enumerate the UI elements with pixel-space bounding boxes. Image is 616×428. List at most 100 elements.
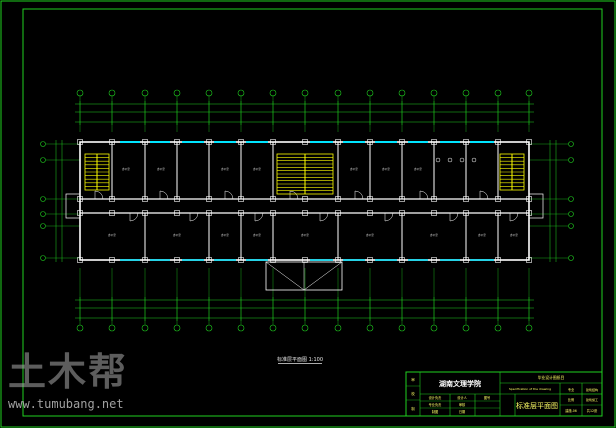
column bbox=[399, 196, 405, 202]
toilet-fixture bbox=[447, 157, 453, 163]
axis-bubble bbox=[301, 324, 309, 332]
door-swing bbox=[129, 212, 139, 222]
column bbox=[142, 196, 148, 202]
toilet-fixture bbox=[471, 157, 477, 163]
stair-center bbox=[276, 153, 334, 195]
column bbox=[109, 257, 115, 263]
room-label: 办公室 bbox=[478, 233, 486, 237]
column bbox=[174, 196, 180, 202]
column bbox=[399, 139, 405, 145]
column bbox=[399, 210, 405, 216]
axis-bubble bbox=[301, 89, 309, 97]
column bbox=[463, 139, 469, 145]
axis-bubble bbox=[40, 223, 46, 229]
axis-bubble bbox=[568, 255, 574, 261]
room-label: 办公室 bbox=[253, 233, 261, 237]
title-cell-2: 日期 bbox=[459, 409, 465, 414]
axis-bubble bbox=[237, 324, 245, 332]
room-label: 办公室 bbox=[510, 233, 518, 237]
stair-east bbox=[499, 153, 525, 191]
room-label: 办公室 bbox=[350, 167, 358, 171]
column bbox=[463, 257, 469, 263]
toilet-fixture bbox=[435, 157, 441, 163]
column bbox=[367, 139, 373, 145]
stairs bbox=[84, 153, 525, 195]
axis-bubble bbox=[568, 196, 574, 202]
axis-bubble bbox=[462, 324, 470, 332]
axis-bubble bbox=[334, 324, 342, 332]
column bbox=[302, 139, 308, 145]
east-entrance bbox=[528, 193, 544, 219]
axis-bubble bbox=[366, 324, 374, 332]
column bbox=[109, 196, 115, 202]
column bbox=[109, 139, 115, 145]
room-label: 办公室 bbox=[221, 167, 229, 171]
axis-bubble bbox=[40, 255, 46, 261]
column bbox=[270, 210, 276, 216]
column bbox=[142, 210, 148, 216]
canopy-diag bbox=[265, 261, 305, 291]
title-school: 湖南文理学院 bbox=[439, 379, 481, 388]
door-swing bbox=[189, 212, 199, 222]
column bbox=[367, 210, 373, 216]
column bbox=[302, 196, 308, 202]
door-swing bbox=[289, 190, 299, 200]
column bbox=[335, 210, 341, 216]
column bbox=[238, 257, 244, 263]
title-cell-8: 建施-06 bbox=[565, 408, 577, 413]
plan-caption: 标准层平面图 1:100 bbox=[277, 356, 323, 363]
axis-bubble bbox=[568, 223, 574, 229]
column bbox=[335, 196, 341, 202]
column bbox=[174, 139, 180, 145]
column bbox=[174, 210, 180, 216]
column bbox=[495, 196, 501, 202]
column bbox=[270, 196, 276, 202]
watermark-logo: 土木帮 bbox=[8, 350, 129, 394]
door-swing bbox=[354, 190, 364, 200]
column bbox=[238, 196, 244, 202]
axis-bubble bbox=[205, 89, 213, 97]
door-swing bbox=[159, 190, 169, 200]
title-block: 湖南文理学院 毕业设计图纸目 Specification of the draw… bbox=[405, 371, 603, 417]
column bbox=[495, 139, 501, 145]
canopy-diag bbox=[303, 261, 343, 291]
room-labels: 办公室办公室办公室办公室办公室办公室办公室办公室办公室办公室办公室办公室办公室办… bbox=[108, 167, 518, 237]
column bbox=[463, 210, 469, 216]
dimension-lines bbox=[55, 101, 557, 321]
axis-bubble bbox=[108, 324, 116, 332]
column bbox=[367, 196, 373, 202]
axis-bubble bbox=[269, 324, 277, 332]
title-side-1: 校 bbox=[411, 391, 415, 396]
title-project-sub: Specification of the drawing bbox=[509, 387, 551, 391]
column bbox=[399, 257, 405, 263]
column bbox=[335, 257, 341, 263]
axis-bubble bbox=[334, 89, 342, 97]
column bbox=[142, 139, 148, 145]
column bbox=[77, 139, 83, 145]
column bbox=[302, 210, 308, 216]
column bbox=[238, 210, 244, 216]
title-cell-7: 建筑施工 bbox=[586, 397, 598, 402]
axis-bubble bbox=[173, 324, 181, 332]
axis-bubble bbox=[205, 324, 213, 332]
column bbox=[431, 139, 437, 145]
column bbox=[367, 257, 373, 263]
title-mid-0: 设计负责 bbox=[429, 395, 442, 400]
title-mid-1: 专业负责 bbox=[429, 402, 442, 407]
door-swing bbox=[384, 212, 394, 222]
room-label: 办公室 bbox=[221, 233, 229, 237]
axis-bubble bbox=[141, 89, 149, 97]
column bbox=[431, 196, 437, 202]
room-label: 办公室 bbox=[414, 167, 422, 171]
door-swing bbox=[449, 212, 459, 222]
axis-bubble bbox=[398, 324, 406, 332]
axis-bubble bbox=[173, 89, 181, 97]
axis-bubble bbox=[568, 211, 574, 217]
door-swing bbox=[479, 190, 489, 200]
axis-bubble bbox=[494, 324, 502, 332]
axis-bubble bbox=[141, 324, 149, 332]
axis-bubble bbox=[398, 89, 406, 97]
